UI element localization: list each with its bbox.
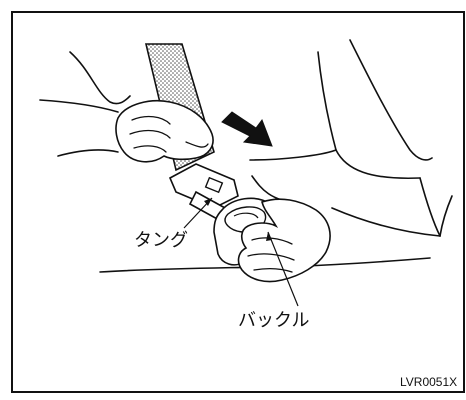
buckle-leader-arrow-icon bbox=[266, 232, 272, 241]
tongue-slot bbox=[204, 176, 224, 194]
figure-code: LVR0051X bbox=[400, 375, 457, 389]
left-finger-line bbox=[133, 145, 167, 153]
right-torso-lower bbox=[249, 149, 337, 161]
tongue-label: タング bbox=[134, 230, 188, 251]
left-sleeve-line bbox=[39, 99, 119, 113]
left-thumb-line bbox=[185, 141, 209, 148]
right-arm-lower bbox=[331, 207, 441, 237]
buckle-label: バックル bbox=[238, 310, 309, 331]
lap-line-left bbox=[57, 149, 119, 157]
right-finger-line bbox=[253, 268, 293, 273]
tongue-plate bbox=[168, 163, 239, 209]
right-finger-line bbox=[251, 237, 293, 245]
push-direction-arrow-icon bbox=[221, 111, 273, 147]
tongue-leader-arrow-icon bbox=[204, 198, 212, 206]
left-finger-line bbox=[131, 115, 171, 125]
right-finger-line bbox=[247, 253, 295, 261]
figure-frame bbox=[11, 11, 465, 393]
left-arm-outline bbox=[69, 51, 131, 105]
right-arm-down bbox=[419, 177, 441, 237]
right-elbow bbox=[439, 195, 453, 237]
right-sleeve-fold bbox=[335, 149, 421, 180]
buckle-leader-line bbox=[267, 231, 299, 307]
buckle-opening-inner bbox=[233, 212, 259, 219]
right-sleeve-outer bbox=[349, 39, 433, 161]
right-torso-edge bbox=[317, 51, 337, 151]
left-finger-line bbox=[129, 129, 171, 139]
